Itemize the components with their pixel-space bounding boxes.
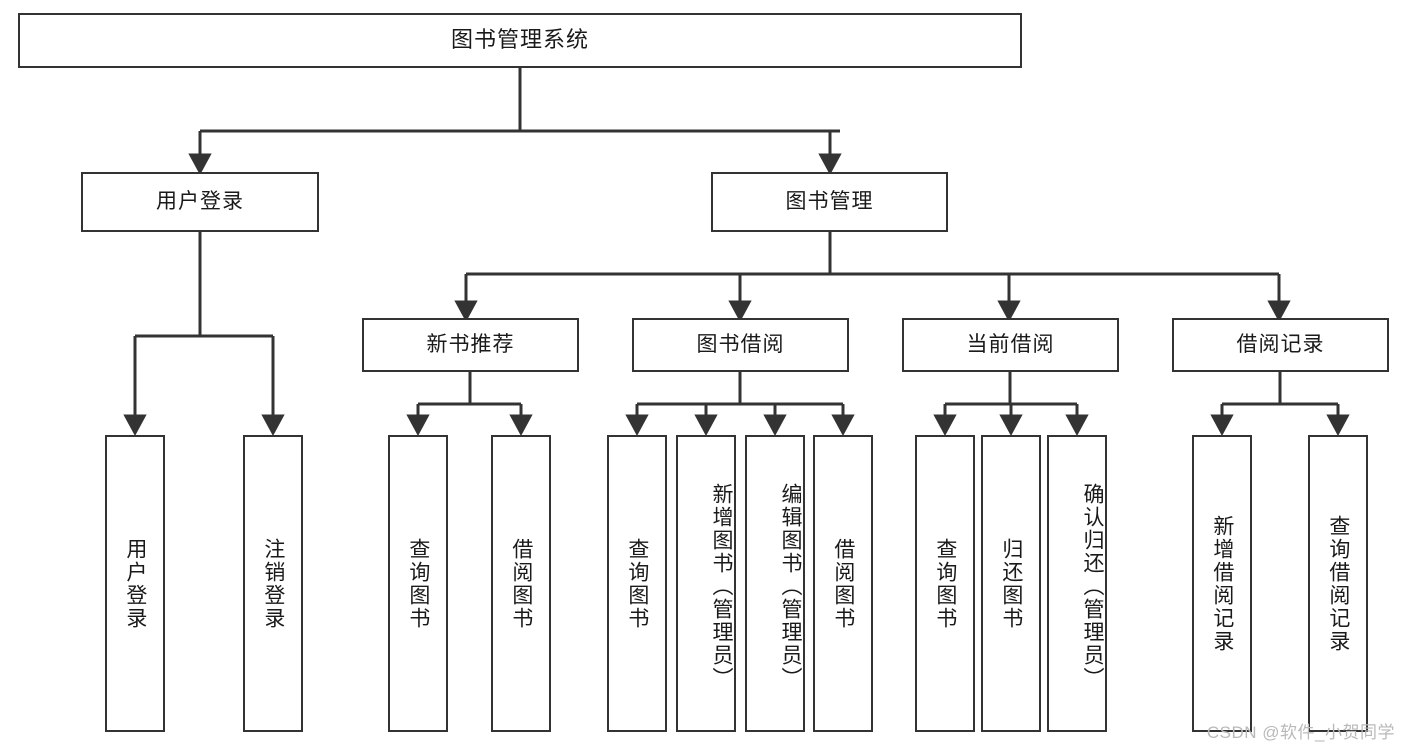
leaf-user-login-login[interactable]: 用户登录 (105, 435, 165, 732)
node-label: 图书借阅 (696, 333, 785, 357)
node-label: 查询借阅记录 (1326, 514, 1350, 653)
node-label: 图书管理系统 (450, 27, 589, 53)
node-label: 当前借阅 (966, 333, 1055, 357)
node-label: 借阅图书 (831, 537, 855, 630)
node-label: 新增图书（管理员） (710, 483, 733, 690)
node-current-borrow[interactable]: 当前借阅 (902, 318, 1119, 372)
leaf-user-login-logout[interactable]: 注销登录 (243, 435, 303, 732)
leaf-new-book-query-book[interactable]: 查询图书 (388, 435, 448, 732)
leaf-book-borrow-edit-book-admin[interactable]: 编辑图书（管理员） (745, 435, 805, 732)
node-label: 借阅图书 (509, 537, 533, 630)
csdn-watermark: CSDN @软件_小贺同学 (1206, 723, 1395, 742)
leaf-current-borrow-query-book[interactable]: 查询图书 (915, 435, 975, 732)
node-label: 用户登录 (123, 537, 147, 630)
node-borrow-record[interactable]: 借阅记录 (1172, 318, 1389, 372)
node-root-book-management-system[interactable]: 图书管理系统 (18, 13, 1022, 68)
node-label: 新书推荐 (426, 333, 515, 357)
node-label: 图书管理 (785, 190, 874, 214)
leaf-book-borrow-query-book[interactable]: 查询图书 (607, 435, 667, 732)
node-label: 查询图书 (625, 537, 649, 630)
leaf-book-borrow-borrow-book[interactable]: 借阅图书 (813, 435, 873, 732)
node-new-book-recommend[interactable]: 新书推荐 (362, 318, 579, 372)
node-label: 用户登录 (156, 190, 244, 214)
node-label: 查询图书 (933, 537, 957, 630)
leaf-book-borrow-add-book-admin[interactable]: 新增图书（管理员） (676, 435, 736, 732)
leaf-current-borrow-confirm-return-admin[interactable]: 确认归还（管理员） (1047, 435, 1107, 732)
node-user-login[interactable]: 用户登录 (81, 172, 319, 232)
node-label: 借阅记录 (1236, 333, 1325, 357)
leaf-current-borrow-return-book[interactable]: 归还图书 (981, 435, 1041, 732)
node-label: 查询图书 (406, 537, 430, 630)
node-book-management[interactable]: 图书管理 (711, 172, 948, 232)
node-label: 归还图书 (999, 537, 1023, 630)
node-label: 注销登录 (261, 537, 285, 630)
node-book-borrow[interactable]: 图书借阅 (632, 318, 849, 372)
leaf-borrow-record-query-record[interactable]: 查询借阅记录 (1308, 435, 1368, 732)
node-label: 新增借阅记录 (1210, 514, 1234, 653)
leaf-new-book-borrow-book[interactable]: 借阅图书 (491, 435, 551, 732)
leaf-borrow-record-add-record[interactable]: 新增借阅记录 (1192, 435, 1252, 732)
node-label: 确认归还（管理员） (1081, 483, 1104, 690)
node-label: 编辑图书（管理员） (779, 483, 802, 690)
